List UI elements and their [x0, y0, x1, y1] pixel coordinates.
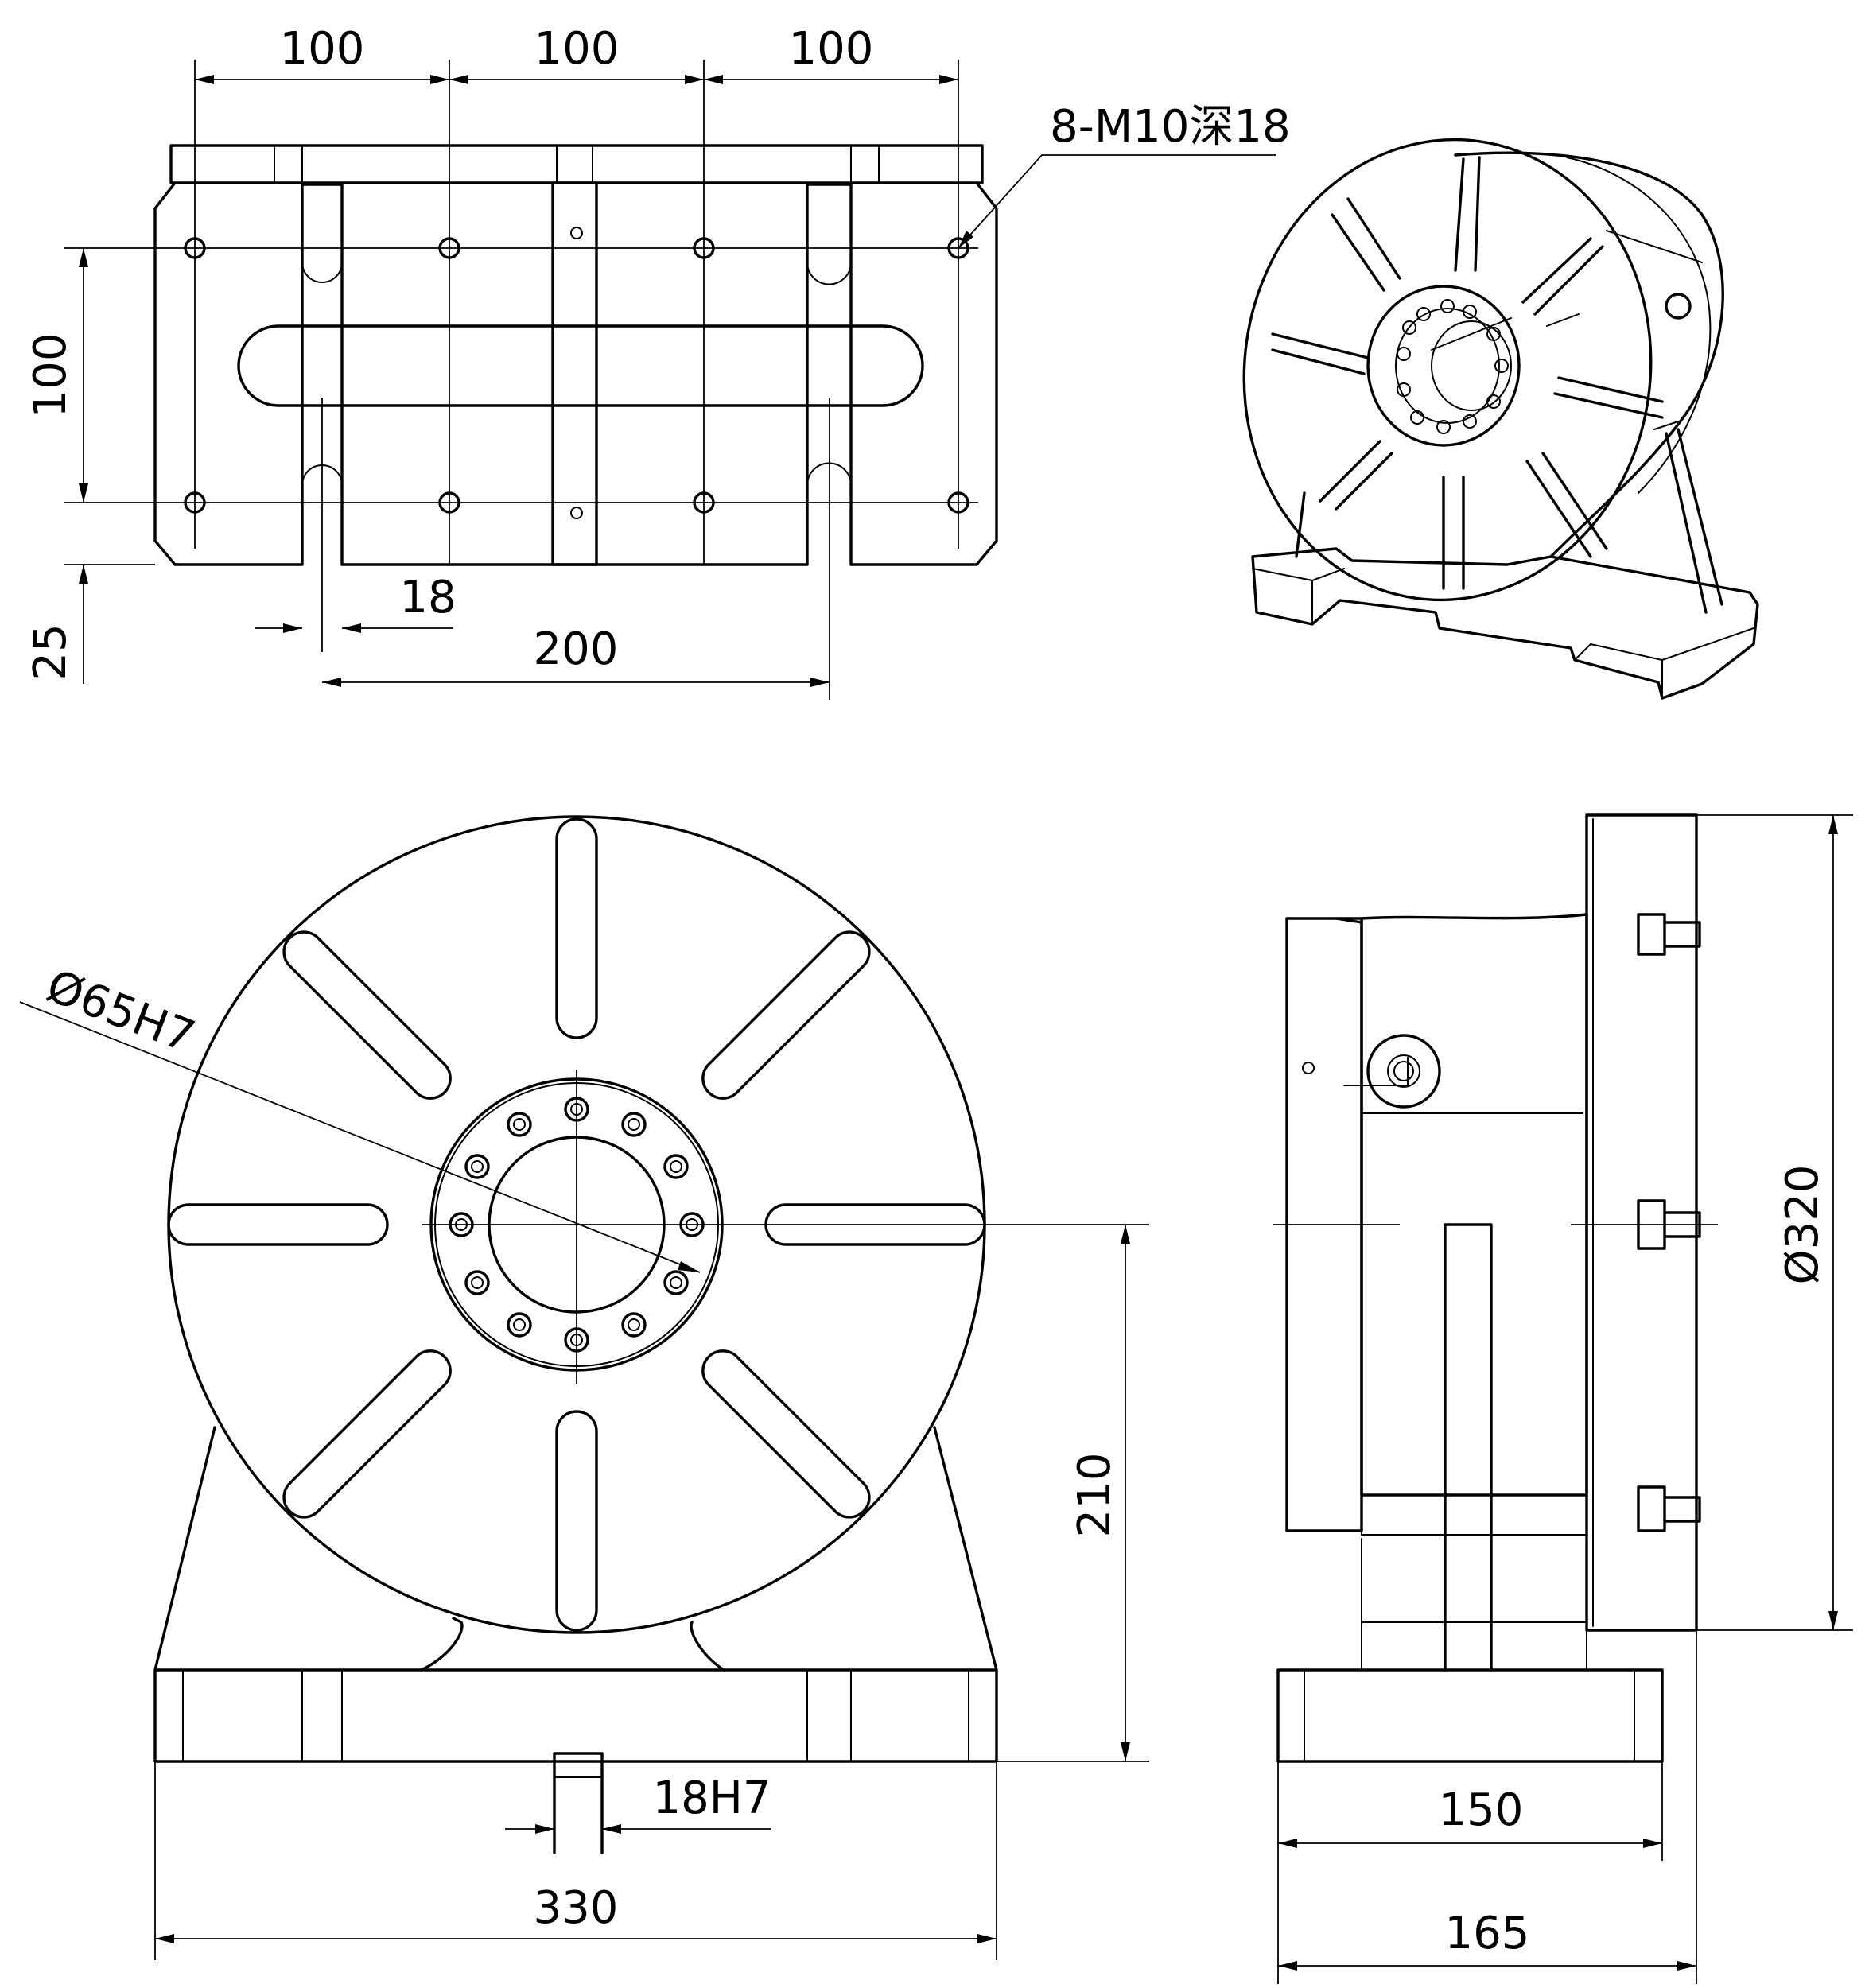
- top-view: 100 100 100 100 25 18 200 8-M10深18: [25, 23, 1291, 700]
- dim-table-diameter-320: Ø320: [1777, 1165, 1828, 1285]
- front-view: Ø65H7 210 18H7 330: [19, 815, 1149, 1960]
- isometric-view: [1242, 138, 1759, 700]
- dim-top-100-b: 100: [534, 23, 620, 75]
- dim-top-100-a: 100: [280, 23, 365, 75]
- dim-base-330: 330: [534, 1882, 619, 1934]
- callout-8-m10: 8-M10深18: [1050, 101, 1291, 153]
- dim-bore-65h7: Ø65H7: [40, 960, 202, 1063]
- dim-top-vertical-100: 100: [25, 333, 76, 418]
- dim-center-height-210: 210: [1069, 1453, 1121, 1538]
- dim-top-18: 18: [399, 572, 456, 623]
- dim-top-100-c: 100: [789, 23, 874, 75]
- dim-top-200: 200: [534, 623, 619, 675]
- dim-depth-165: 165: [1445, 1908, 1530, 1959]
- dim-top-25: 25: [25, 623, 76, 680]
- dim-key-18h7: 18H7: [653, 1773, 771, 1824]
- side-view: Ø320 150 165: [1273, 813, 1853, 1984]
- dim-depth-150: 150: [1439, 1784, 1524, 1836]
